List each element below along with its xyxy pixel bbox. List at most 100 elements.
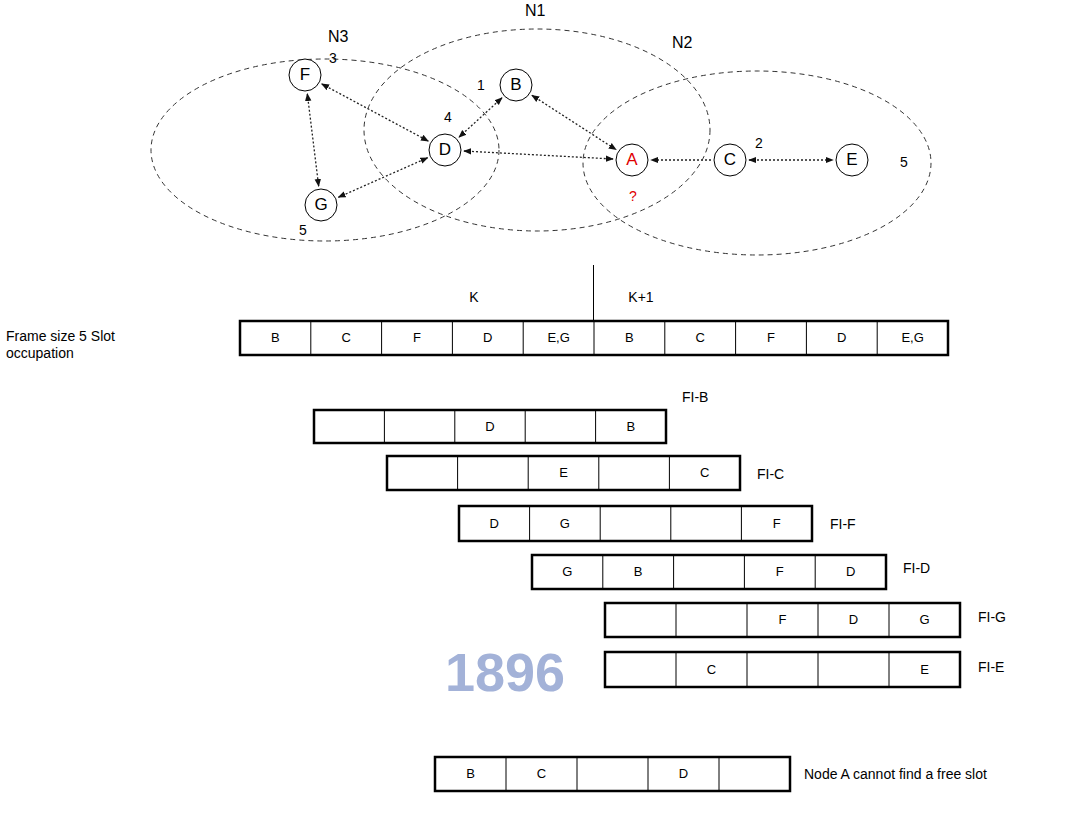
slot-row (240, 321, 948, 355)
watermark: 1896 (445, 640, 565, 705)
station-node: F3 (288, 58, 322, 92)
region-outline (363, 28, 711, 232)
link-arrow (464, 151, 613, 159)
node-circle (500, 69, 532, 101)
callout-number: 1 (477, 77, 485, 93)
link-arrow (307, 94, 318, 186)
row-label: FI-F (830, 516, 856, 533)
row-label: FI-G (978, 609, 1006, 626)
callout-number: ? (629, 188, 637, 204)
node-letter: B (510, 75, 521, 95)
slot-label: C (700, 465, 709, 481)
slot-label: C (341, 330, 350, 346)
node-circle (714, 144, 746, 176)
node-letter: G (314, 195, 327, 215)
slot-label: G (919, 612, 929, 628)
slot-dividers (506, 757, 719, 791)
link-arrow (338, 158, 427, 198)
region-label: N2 (672, 34, 692, 52)
slot-label: C (707, 662, 716, 678)
slot-dividers (676, 652, 889, 687)
slot-label: G (562, 564, 572, 580)
region-label: N1 (525, 2, 545, 20)
node-circle (305, 189, 337, 221)
node-letter: F (300, 65, 310, 85)
slot-label: E,G (901, 330, 923, 346)
region-label: N3 (328, 28, 348, 46)
slot-label: F (776, 564, 784, 580)
slot-label: E (920, 662, 929, 678)
station-node: C2 (713, 143, 747, 177)
slot-label: F (413, 330, 421, 346)
slot-label: D (485, 419, 494, 435)
slot-dividers (384, 410, 595, 443)
slot-label: D (679, 766, 688, 782)
station-node: G5 (304, 188, 338, 222)
slot-dividers (603, 555, 815, 589)
node-letter: D (439, 140, 451, 160)
slot-dividers (458, 456, 670, 490)
row-label: FI-B (682, 389, 708, 406)
slot-label: B (271, 330, 280, 346)
station-node: E5 (835, 143, 869, 177)
link-arrow (749, 159, 833, 160)
slot-label: G (560, 516, 570, 532)
row-label: FI-E (978, 659, 1004, 676)
node-circle (429, 134, 461, 166)
slot-label: D (849, 612, 858, 628)
slot-label: E,G (547, 330, 569, 346)
slot-label: D (483, 330, 492, 346)
slot-label: B (466, 766, 475, 782)
row-label: FI-C (757, 466, 784, 483)
station-node: D4 (428, 133, 462, 167)
slot-label: D (837, 330, 846, 346)
callout-number: 3 (329, 50, 337, 66)
note: Node A cannot find a free slot (804, 766, 987, 783)
node-circle (616, 144, 648, 176)
slot-label: B (626, 419, 635, 435)
slot-row (459, 506, 812, 541)
slot-label: F (779, 612, 787, 628)
slot-row (387, 456, 740, 490)
slot-label: B (634, 564, 643, 580)
slot-label: B (625, 330, 634, 346)
callout-number: 4 (444, 109, 452, 125)
slot-label: D (846, 564, 855, 580)
frame-label: K (469, 289, 478, 306)
slot-label: D (490, 516, 499, 532)
slot-label: C (537, 766, 546, 782)
network-region: B1N1 (363, 28, 711, 232)
slot-dividers (311, 321, 877, 355)
node-letter: C (724, 150, 736, 170)
link-arrow (459, 98, 502, 137)
slot-row (435, 757, 790, 791)
row-label: FI-D (903, 560, 930, 577)
node-letter: A (626, 150, 637, 170)
slot-row (605, 652, 960, 687)
callout-number: 5 (900, 154, 908, 170)
station-node: A? (615, 143, 649, 177)
frame-label: K+1 (628, 289, 653, 306)
node-letter: E (846, 150, 857, 170)
link-arrow (322, 84, 429, 141)
region-outline (364, 29, 710, 231)
callout-number: 2 (755, 135, 763, 151)
region-outline (583, 71, 931, 255)
slot-dividers (676, 603, 889, 637)
station-node: B1 (499, 68, 533, 102)
slot-label: E (559, 465, 568, 481)
region-outline (151, 59, 499, 241)
callout-number: 5 (299, 222, 307, 238)
frame-boundary (593, 265, 594, 321)
slot-row (532, 555, 886, 589)
frame-note: Frame size 5 Slot occupation (6, 328, 118, 362)
slot-dividers (530, 506, 742, 541)
slot-label: F (773, 516, 781, 532)
node-circle (836, 144, 868, 176)
slot-row (314, 410, 666, 443)
link-arrow (532, 95, 616, 149)
slot-row (605, 603, 960, 637)
node-circle (289, 59, 321, 91)
slot-label: C (695, 330, 704, 346)
slot-label: F (767, 330, 775, 346)
